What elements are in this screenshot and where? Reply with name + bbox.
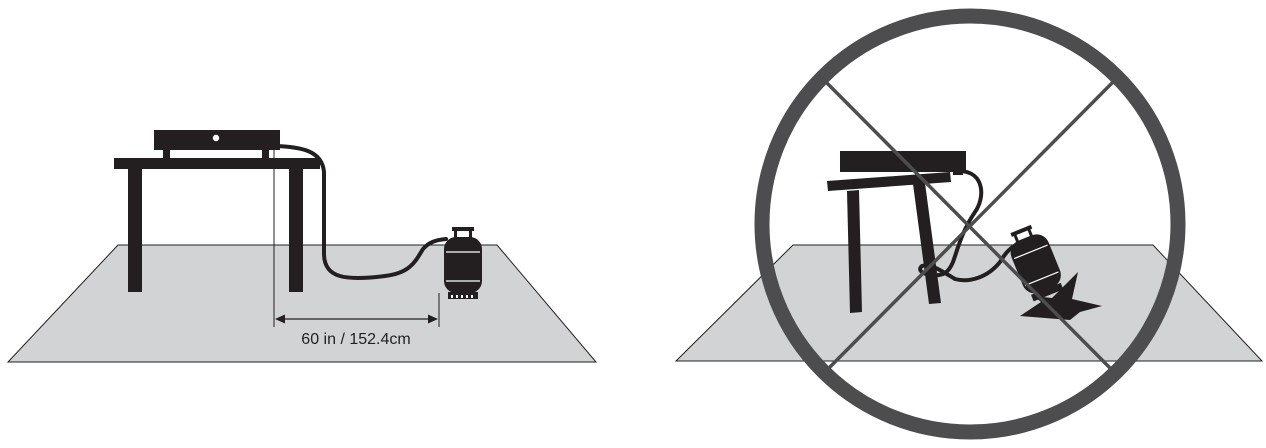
propane-tank-icon xyxy=(444,227,482,299)
table-icon xyxy=(114,158,320,292)
prohibition-sign-icon xyxy=(754,8,1186,440)
distance-arrow-icon xyxy=(273,146,440,327)
correct-setup-panel: 60 in / 152.4cm xyxy=(6,130,598,363)
incorrect-setup-panel xyxy=(674,8,1264,440)
hose-icon xyxy=(274,144,448,281)
spill-icon xyxy=(1020,272,1102,320)
hose-icon xyxy=(918,169,1016,283)
stove-icon xyxy=(840,151,966,175)
distance-label: 60 in / 152.4cm xyxy=(301,331,410,348)
stove-icon xyxy=(154,130,280,158)
